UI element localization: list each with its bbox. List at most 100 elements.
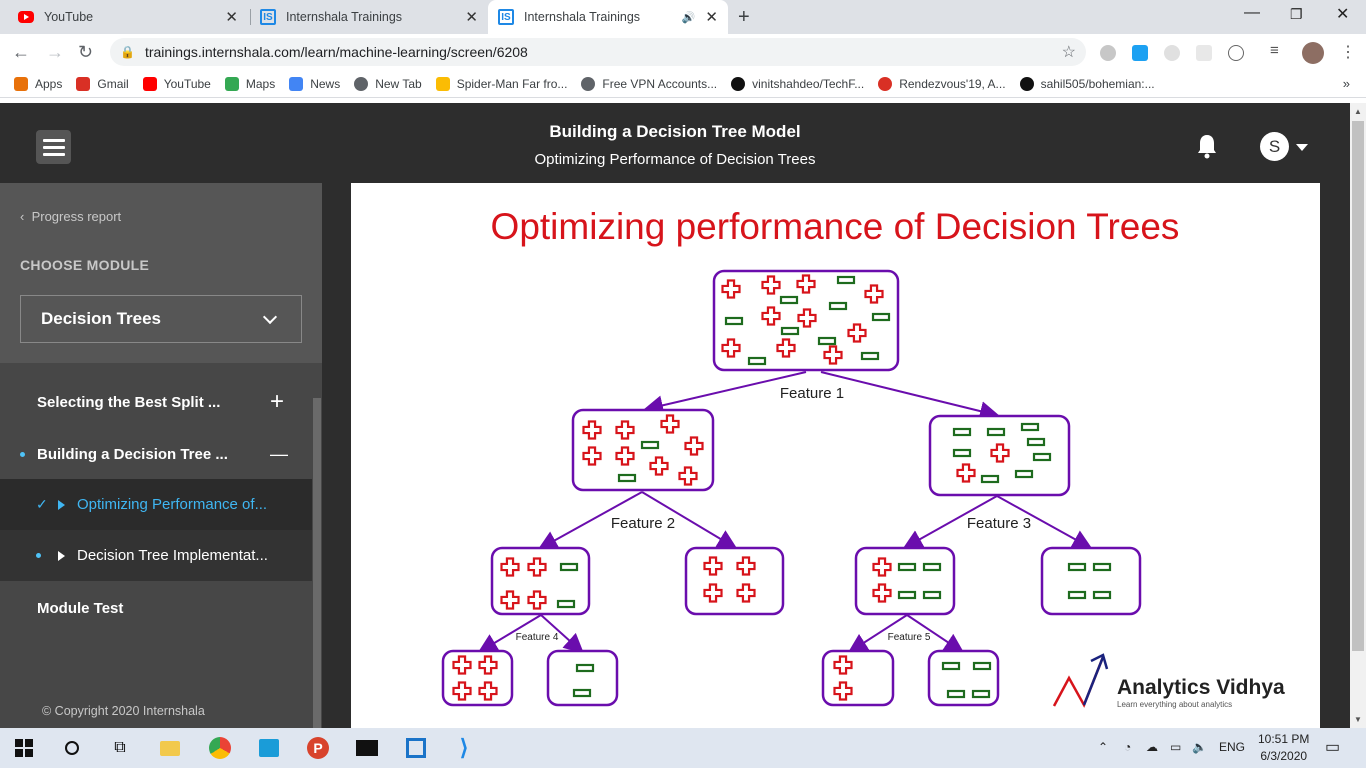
bookmark-news[interactable]: News bbox=[289, 76, 340, 91]
minimize-button[interactable]: — bbox=[1244, 4, 1260, 21]
plus-sample bbox=[872, 557, 892, 577]
caret-down-icon[interactable] bbox=[1296, 144, 1308, 151]
plus-sample bbox=[527, 590, 547, 610]
tree-edge bbox=[537, 491, 643, 550]
window-close-button[interactable]: ✕ bbox=[1336, 6, 1350, 23]
tree-edge bbox=[820, 371, 1000, 421]
back-arrow-icon[interactable]: ← bbox=[12, 42, 30, 62]
windows-start-icon[interactable] bbox=[12, 736, 36, 760]
terminal-icon[interactable] bbox=[355, 736, 379, 760]
close-tab-icon[interactable]: ✕ bbox=[465, 9, 478, 26]
hamburger-menu-icon[interactable] bbox=[36, 130, 71, 164]
notification-bell-icon[interactable] bbox=[1196, 133, 1218, 159]
minus-sample bbox=[617, 473, 637, 483]
close-tab-icon[interactable]: ✕ bbox=[225, 9, 238, 26]
cloud-icon[interactable]: ☁ bbox=[1146, 740, 1158, 754]
task-view-icon[interactable]: ⧉ bbox=[114, 739, 126, 756]
minus-sample bbox=[952, 427, 972, 437]
chrome-icon[interactable] bbox=[208, 736, 232, 760]
bookmark-rendezvous[interactable]: Rendezvous'19, A... bbox=[878, 76, 1006, 91]
minus-sample bbox=[952, 448, 972, 458]
minus-sample bbox=[780, 326, 800, 336]
vscode-icon[interactable]: ⟩ bbox=[459, 735, 469, 760]
collapse-minus-icon[interactable]: — bbox=[270, 443, 288, 464]
scroll-up-icon[interactable]: ▲ bbox=[1354, 107, 1362, 116]
extension-icon[interactable] bbox=[1132, 45, 1148, 61]
restore-button[interactable]: ❐ bbox=[1290, 6, 1303, 22]
feature-label: Feature 5 bbox=[888, 632, 931, 643]
sidebar-subitem-optimizing[interactable]: ✓ Optimizing Performance of... bbox=[0, 479, 312, 530]
remote-desktop-icon[interactable] bbox=[257, 736, 281, 760]
leaf-pure-plus-1 bbox=[684, 546, 785, 616]
globe-icon bbox=[581, 76, 596, 91]
search-circle-icon[interactable] bbox=[60, 736, 84, 760]
sidebar-item-building-tree[interactable]: Building a Decision Tree ... — bbox=[0, 429, 312, 479]
bookmark-star-icon[interactable]: ☆ bbox=[1061, 44, 1076, 61]
progress-report-link[interactable]: ‹ Progress report bbox=[20, 209, 121, 224]
bookmark-youtube[interactable]: YouTube bbox=[142, 76, 211, 91]
reload-icon[interactable]: ↻ bbox=[78, 42, 94, 62]
address-bar[interactable]: 🔒 trainings.internshala.com/learn/machin… bbox=[110, 38, 1086, 66]
internshala-icon: IS bbox=[260, 9, 276, 25]
close-tab-icon[interactable]: ✕ bbox=[705, 9, 718, 26]
plus-sample bbox=[452, 655, 472, 675]
minus-sample bbox=[559, 562, 579, 572]
sidebar-scrollbar[interactable] bbox=[313, 398, 321, 728]
system-clock[interactable]: 10:51 PM 6/3/2020 bbox=[1258, 731, 1309, 765]
bookmark-gmail[interactable]: Gmail bbox=[76, 76, 129, 91]
app-p-icon[interactable]: P bbox=[306, 736, 330, 760]
more-bookmarks-icon[interactable]: » bbox=[1342, 76, 1350, 91]
profile-avatar[interactable] bbox=[1302, 42, 1324, 64]
scroll-down-icon[interactable]: ▼ bbox=[1354, 715, 1362, 724]
plus-sample bbox=[761, 275, 781, 295]
bookmark-spiderman[interactable]: Spider-Man Far fro... bbox=[435, 76, 567, 91]
battery-icon[interactable]: ▭ bbox=[1170, 740, 1182, 754]
bookmark-apps[interactable]: Apps bbox=[14, 76, 62, 91]
extension-icon[interactable] bbox=[1196, 45, 1212, 61]
tab-internshala-1[interactable]: IS Internshala Trainings ✕ bbox=[250, 0, 488, 34]
menu-kebab-icon[interactable]: ⋮ bbox=[1340, 44, 1356, 61]
minus-sample bbox=[1092, 562, 1112, 572]
minus-sample bbox=[971, 689, 991, 699]
notifications-icon[interactable]: ▭ bbox=[1325, 739, 1341, 756]
page-scrollbar[interactable]: ▲ ▼ bbox=[1350, 103, 1366, 728]
audio-playing-icon[interactable]: 🔊 bbox=[681, 11, 696, 24]
module-dropdown[interactable]: Decision Trees bbox=[20, 295, 302, 343]
expand-plus-icon[interactable]: + bbox=[270, 388, 285, 415]
new-tab-button[interactable]: + bbox=[738, 6, 750, 28]
tab-youtube[interactable]: YouTube ✕ bbox=[8, 0, 248, 34]
minus-sample bbox=[828, 301, 848, 311]
scrollbar-thumb[interactable] bbox=[1352, 121, 1364, 651]
show-hidden-icons-chevron[interactable]: ⌃ bbox=[1098, 740, 1109, 754]
minus-sample bbox=[980, 474, 1000, 484]
sidebar-item-module-test[interactable]: Module Test bbox=[0, 583, 312, 633]
gmail-icon bbox=[76, 76, 91, 91]
plus-sample bbox=[582, 446, 602, 466]
app-window-icon[interactable] bbox=[404, 736, 428, 760]
language-indicator[interactable]: ENG bbox=[1219, 740, 1246, 754]
forward-arrow-icon[interactable]: → bbox=[46, 42, 64, 62]
bookmark-maps[interactable]: Maps bbox=[224, 76, 275, 91]
extension-icon[interactable] bbox=[1100, 45, 1116, 61]
file-explorer-icon[interactable] bbox=[158, 736, 182, 760]
node-feature4 bbox=[490, 546, 591, 616]
plus-sample bbox=[872, 583, 892, 603]
volume-icon[interactable]: 🔈 bbox=[1192, 740, 1207, 754]
plus-sample bbox=[990, 443, 1010, 463]
bookmark-new-tab[interactable]: New Tab bbox=[354, 76, 422, 91]
media-control-icon[interactable]: ≡ bbox=[1270, 42, 1279, 59]
extension-icon[interactable] bbox=[1228, 45, 1244, 61]
bookmark-vpn[interactable]: Free VPN Accounts... bbox=[581, 76, 717, 91]
play-triangle-icon bbox=[58, 499, 65, 510]
tab-internshala-active[interactable]: IS Internshala Trainings 🔊 ✕ bbox=[488, 0, 728, 34]
bookmark-github-bohemian[interactable]: sahil505/bohemian:... bbox=[1019, 76, 1155, 91]
url-text: trainings.internshala.com/learn/machine-… bbox=[144, 44, 528, 60]
extension-icon[interactable] bbox=[1164, 45, 1180, 61]
sidebar-subitem-implementation[interactable]: Decision Tree Implementat... bbox=[0, 530, 312, 581]
bookmark-github-techf[interactable]: vinitshahdeo/TechF... bbox=[731, 76, 864, 91]
wifi-icon[interactable]: ◔ bbox=[1124, 740, 1132, 754]
sidebar-item-selecting-split[interactable]: Selecting the Best Split ... + bbox=[0, 377, 312, 427]
user-avatar[interactable]: S bbox=[1260, 132, 1289, 161]
minus-sample bbox=[817, 336, 837, 346]
minus-sample bbox=[1067, 562, 1087, 572]
